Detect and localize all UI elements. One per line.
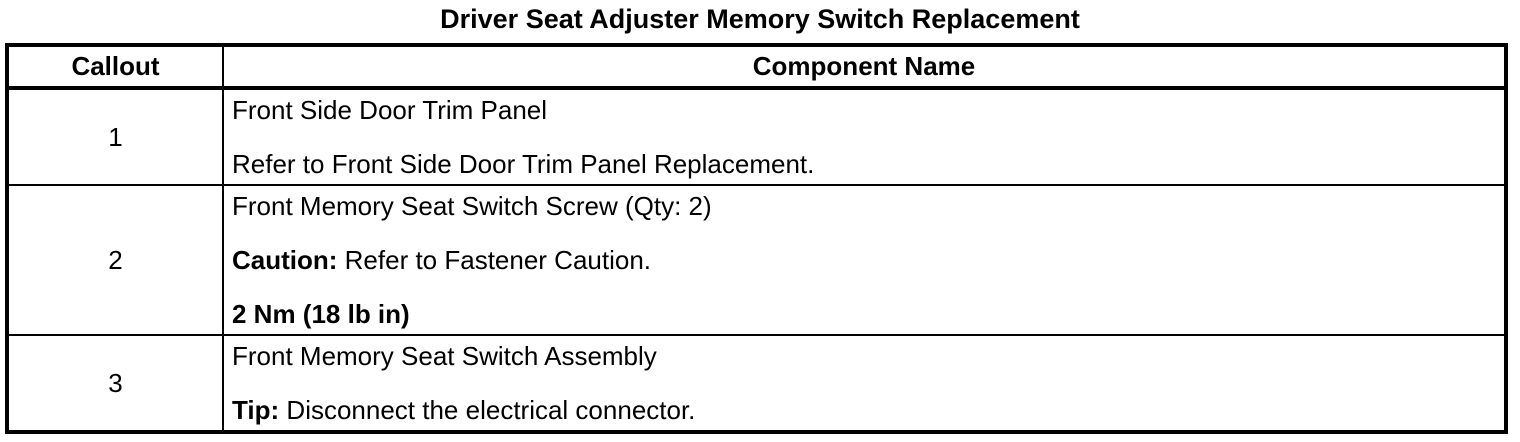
callout-table: Callout Component Name 1 Front Side Door…	[5, 43, 1508, 434]
component-cell: Front Side Door Trim Panel Refer to Fron…	[222, 87, 1507, 186]
component-paragraph: Front Side Door Trim Panel	[232, 95, 1494, 125]
component-paragraph: 2 Nm (18 lb in)	[232, 299, 1494, 329]
component-paragraph: Caution: Refer to Fastener Caution.	[232, 245, 1494, 275]
component-paragraph: Front Memory Seat Switch Screw (Qty: 2)	[232, 191, 1494, 221]
component-paragraph: Tip: Disconnect the electrical connector…	[232, 395, 1494, 425]
page-title: Driver Seat Adjuster Memory Switch Repla…	[440, 4, 1080, 34]
paragraph-bold-prefix: 2 Nm (18 lb in)	[232, 299, 410, 329]
paragraph-bold-prefix: Caution:	[232, 245, 338, 275]
table-header: Callout Component Name	[6, 44, 1507, 90]
table-row: 1 Front Side Door Trim Panel Refer to Fr…	[6, 87, 1507, 186]
callout-number: 2	[6, 184, 224, 336]
component-paragraph: Refer to Front Side Door Trim Panel Repl…	[232, 149, 1494, 179]
paragraph-text: Front Side Door Trim Panel	[232, 95, 548, 125]
component-paragraph: Front Memory Seat Switch Assembly	[232, 341, 1494, 371]
paragraph-text: Disconnect the electrical connector.	[279, 395, 696, 425]
callout-number: 3	[6, 334, 224, 433]
component-cell: Front Memory Seat Switch Screw (Qty: 2) …	[222, 184, 1507, 336]
component-cell: Front Memory Seat Switch Assembly Tip: D…	[222, 334, 1507, 433]
paragraph-text: Front Memory Seat Switch Screw (Qty: 2)	[232, 191, 712, 221]
callout-number: 1	[6, 87, 224, 186]
paragraph-text: Refer to Front Side Door Trim Panel Repl…	[232, 149, 815, 179]
column-header-callout: Callout	[6, 44, 224, 90]
header-row: Callout Component Name	[6, 44, 1507, 90]
paragraph-bold-prefix: Tip:	[232, 395, 280, 425]
table-row: 2 Front Memory Seat Switch Screw (Qty: 2…	[6, 184, 1507, 336]
paragraph-text: Refer to Fastener Caution.	[337, 245, 652, 275]
column-header-component-name: Component Name	[222, 44, 1507, 90]
paragraph-text: Front Memory Seat Switch Assembly	[232, 341, 657, 371]
table-row: 3 Front Memory Seat Switch Assembly Tip:…	[6, 334, 1507, 433]
